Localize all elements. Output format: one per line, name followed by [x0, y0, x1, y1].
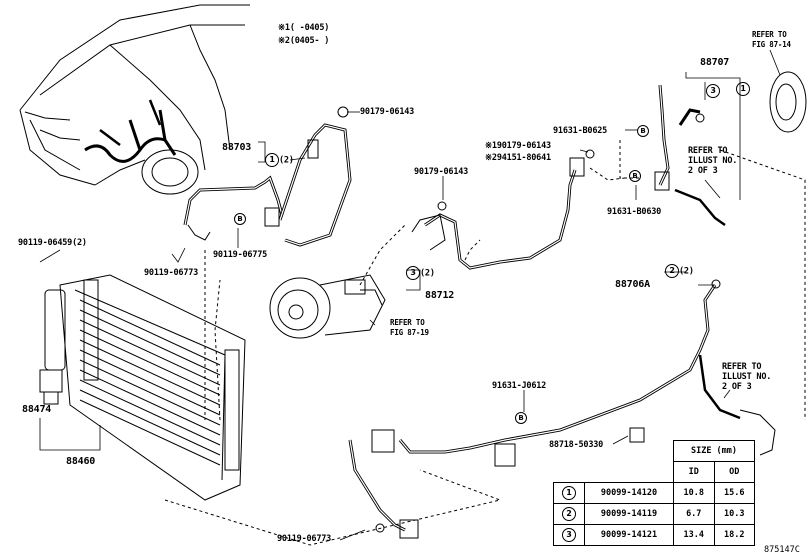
table-row-ref: 2 [553, 503, 585, 525]
label-88703-qty: (2) [279, 155, 294, 166]
table-row-id: 13.4 [673, 524, 715, 546]
hose-size-table: SIZE (mm) ID OD 1 90099-14120 10.8 15.6 … [553, 440, 755, 546]
vehicle-illustration [19, 4, 250, 195]
note-1-mark: ※1 [278, 23, 290, 33]
ref-circle-3-top: 3 [706, 84, 720, 98]
refer-fig-87-19-line2: FIG 87-19 [390, 328, 429, 337]
compressor [269, 274, 386, 339]
note-2: ※2(0405- ) [278, 36, 329, 46]
label-88474: 88474 [22, 404, 52, 415]
ref-circle-icon: 3 [562, 528, 576, 542]
refer-fig-87-14-line2: FIG 87-14 [752, 40, 791, 49]
hose-88707 [589, 71, 807, 227]
refer-illust-bottom-line3: 2 OF 3 [722, 382, 752, 392]
label-90179-06143-top: 90179-06143 [360, 107, 415, 117]
size-table-title: SIZE (mm) [673, 440, 755, 462]
ref-circle-1-icon: 1 [736, 82, 750, 96]
label-90179-06143-mid: 90179-06143 [414, 167, 469, 177]
b-mark-bottom: B [515, 412, 527, 424]
note-1: ※1( -0405) [278, 23, 329, 33]
table-row-part: 90099-14121 [584, 524, 674, 546]
pipe-88706a [348, 279, 776, 539]
note-2-text: (0405- ) [289, 36, 330, 46]
ref-circle-1-icon: 1 [265, 153, 279, 167]
b-mark-top: B [637, 125, 649, 137]
table-row: 1 90099-14120 10.8 15.6 [553, 482, 755, 504]
size-table-col-od: OD [713, 461, 755, 483]
label-88707: 88707 [700, 57, 730, 68]
label-90119-06459: 90119-06459(2) [18, 238, 87, 248]
ref-circle-3-icon: 3 [406, 266, 420, 280]
label-91631-j0612: 91631-J0612 [492, 381, 547, 391]
refer-illust-top-line1: REFER TO [688, 146, 728, 156]
b-mark-mid-right: B [629, 170, 641, 182]
label-88703-ref: 1(2) [265, 153, 294, 167]
ref-circle-1-top: 1 [736, 82, 750, 96]
label-88706a: 88706A [615, 279, 650, 290]
table-row-part: 90099-14119 [584, 503, 674, 525]
table-row-ref: 3 [553, 524, 585, 546]
table-row-od: 18.2 [713, 524, 755, 546]
label-88706a-ref: 2(2) [665, 264, 694, 278]
size-table-col-id: ID [673, 461, 715, 483]
table-row-id: 10.8 [673, 482, 715, 504]
label-88718-50330: 88718-50330 [549, 440, 604, 450]
label-88460: 88460 [66, 456, 96, 467]
label-90119-06773-b: 90119-06773 [277, 534, 332, 544]
size-table-subheader-row: ID OD [554, 461, 755, 483]
refer-fig-87-14: REFER TO FIG 87-14 [752, 30, 791, 50]
refer-illust-bottom-line2: ILLUST NO. [722, 372, 772, 382]
refer-fig-87-19: REFER TO FIG 87-19 [390, 318, 429, 338]
ref-circle-2-icon: 2 [665, 264, 679, 278]
b-mark-icon: B [629, 170, 641, 182]
label-90119-06773-a: 90119-06773 [144, 268, 199, 278]
table-row-od: 10.3 [713, 503, 755, 525]
refer-illust-top-line2: ILLUST NO. [688, 156, 738, 166]
b-mark-icon: B [637, 125, 649, 137]
pipe-88703 [183, 106, 352, 247]
note-2-mark: ※2 [278, 36, 290, 46]
refer-illust-bottom-line1: REFER TO [722, 362, 762, 372]
guide-lines [164, 149, 806, 546]
condenser [39, 274, 246, 501]
refer-illust-top-line3: 2 OF 3 [688, 166, 718, 176]
table-row: 3 90099-14121 13.4 18.2 [553, 524, 755, 546]
note-1-text: ( -0405) [289, 23, 330, 33]
table-row-part: 90099-14120 [584, 482, 674, 504]
size-table-header-row: SIZE (mm) [554, 440, 755, 462]
refer-illust-bottom: REFER TO ILLUST NO. 2 OF 3 [722, 362, 771, 392]
label-88706a-qty: (2) [679, 266, 694, 277]
label-90119-06775: 90119-06775 [213, 250, 268, 260]
table-row-ref: 1 [553, 482, 585, 504]
refer-fig-87-19-line1: REFER TO [390, 318, 425, 327]
table-row-id: 6.7 [673, 503, 715, 525]
label-91631-b0630: 91631-B0630 [607, 207, 662, 217]
label-91631-b0625: 91631-B0625 [553, 126, 608, 136]
b-mark-icon: B [234, 213, 246, 225]
drawing-id: 875147C [764, 545, 800, 555]
table-row: 2 90099-14119 6.7 10.3 [553, 503, 755, 525]
ref-circle-icon: 1 [562, 486, 576, 500]
ref-circle-icon: 2 [562, 507, 576, 521]
refer-fig-87-14-line1: REFER TO [752, 30, 787, 39]
label-s1-90179-06143: ※190179-06143 [485, 141, 551, 151]
table-row-od: 15.6 [713, 482, 755, 504]
label-88712-qty: (2) [420, 268, 435, 279]
label-88712-ref: 3(2) [406, 266, 435, 280]
label-88703: 88703 [222, 142, 252, 153]
label-s2-94151-80641: ※294151-80641 [485, 153, 551, 163]
b-mark-icon: B [515, 412, 527, 424]
label-88712: 88712 [425, 290, 455, 301]
ref-circle-3-icon: 3 [706, 84, 720, 98]
refer-illust-top: REFER TO ILLUST NO. 2 OF 3 [688, 146, 737, 176]
b-mark-left: B [234, 213, 246, 225]
pipe-88712 [411, 149, 595, 270]
